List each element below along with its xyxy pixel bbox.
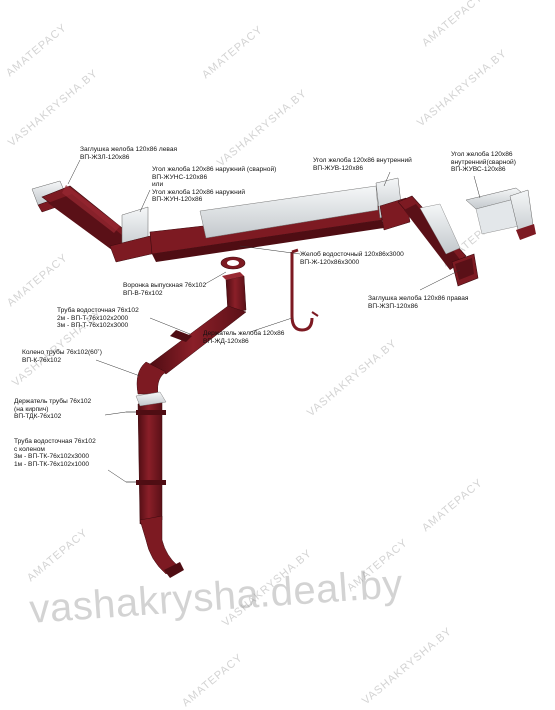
gutter-holder-name: Держатель желоба 120х86 (203, 330, 285, 337)
outlet-code: ВП-В-76х102 (123, 289, 163, 297)
vertical-downpipe (126, 391, 167, 525)
inner-corner-welded-line1: Угол желоба 120х86 (451, 151, 513, 158)
label-outlet: Воронка выпускная 76х102 ВП-В-76х102 (123, 282, 206, 297)
outer-corner-or: или (152, 181, 164, 189)
outer-corner-name2: Угол желоба 120х86 наружний (152, 188, 246, 196)
outlet-pipe (222, 272, 247, 315)
gutter-right-run (397, 195, 467, 270)
label-pipe-knee: Труба водосточная 76х102 с коленом 3м - … (14, 438, 96, 468)
pipe-holder-line1: Держатель трубы 76х102 (14, 398, 92, 405)
label-gutter-holder: Держатель желоба 120х86 ВП-ЖД-120х86 (203, 330, 284, 345)
pipe-knee-line2: с коленом (14, 445, 45, 453)
right-end-cap (451, 253, 479, 287)
gutter-holder-code: ВП-ЖД-120х86 (203, 337, 249, 345)
inner-corner-welded-line2: внутренний(сварной) (451, 158, 516, 166)
gutter-left-run (41, 185, 133, 250)
bottom-knee (139, 515, 184, 578)
label-outer-corner: Угол желоба 120х86 наружний (сварной) ВП… (152, 166, 276, 204)
pipe-code2: 3м - ВП-Т-76х102х3000 (57, 322, 129, 330)
label-pipe-holder: Держатель трубы 76х102 (на кирпич) ВП-ТД… (14, 398, 91, 421)
label-inner-corner: Угол желоба 120х86 внутренний ВП-ЖУВ-120… (313, 157, 412, 172)
pipe-name: Труба водосточная 76х102 (57, 307, 139, 314)
inner-corner-name: Угол желоба 120х86 внутренний (313, 157, 412, 164)
outer-corner-code: ВП-ЖУНС-120х86 (152, 173, 208, 181)
cap-right-code: ВП-ЖЗП-120х86 (368, 302, 418, 310)
label-cap-left: Заглушка желоба 120х86 левая ВП-ЖЗЛ-120х… (80, 146, 177, 161)
gutter-code: ВП-Ж-120х86х3000 (300, 258, 360, 266)
pipe-knee-code2: 1м - ВП-ТК-76х102х1000 (14, 460, 90, 468)
label-pipe: Труба водосточная 76х102 2м - ВП-Т-76х10… (57, 307, 139, 330)
gutter-holder (290, 248, 319, 332)
pipe-knee-line1: Труба водосточная 76х102 (14, 438, 96, 445)
label-inner-corner-welded: Угол желоба 120х86 внутренний(сварной) В… (451, 151, 516, 174)
cap-left-name: Заглушка желоба 120х86 левая (80, 146, 178, 153)
leader-lines (67, 159, 481, 483)
pipe-holder-line2: (на кирпич) (14, 405, 49, 413)
outer-corner-code2: ВП-ЖУН-120х86 (152, 196, 203, 204)
cap-right-name: Заглушка желоба 120х86 правая (368, 295, 469, 302)
label-elbow: Колено трубы 76х102(60˚) ВП-К-76х102 (22, 349, 102, 364)
outlet-ring (220, 256, 246, 270)
inner-corner-code: ВП-ЖУВ-120х86 (313, 164, 363, 172)
gutter-main-run (149, 185, 384, 262)
pipe-holder-code: ВП-ТДК-76х102 (14, 413, 62, 421)
elbow-name: Колено трубы 76х102(60˚) (22, 349, 102, 356)
gutter-name: Желоб водосточный 120х86х3000 (300, 251, 404, 258)
outlet-name: Воронка выпускная 76х102 (123, 282, 207, 289)
pipe-knee-code1: 3м - ВП-ТК-76х102х3000 (14, 453, 90, 461)
diagonal-pipe (149, 305, 247, 375)
pipe-code1: 2м - ВП-Т-76х102х2000 (57, 314, 129, 322)
label-gutter: Желоб водосточный 120х86х3000 ВП-Ж-120х8… (300, 251, 404, 266)
elbow-code: ВП-К-76х102 (22, 356, 62, 364)
label-cap-right: Заглушка желоба 120х86 правая ВП-ЖЗП-120… (368, 295, 468, 310)
cap-left-code: ВП-ЖЗЛ-120х86 (80, 153, 130, 161)
inner-corner-welded-code: ВП-ЖУВС-120х86 (451, 166, 506, 174)
outer-corner-name: Угол желоба 120х86 наружний (сварной) (152, 166, 277, 173)
inner-corner-welded (465, 187, 536, 240)
